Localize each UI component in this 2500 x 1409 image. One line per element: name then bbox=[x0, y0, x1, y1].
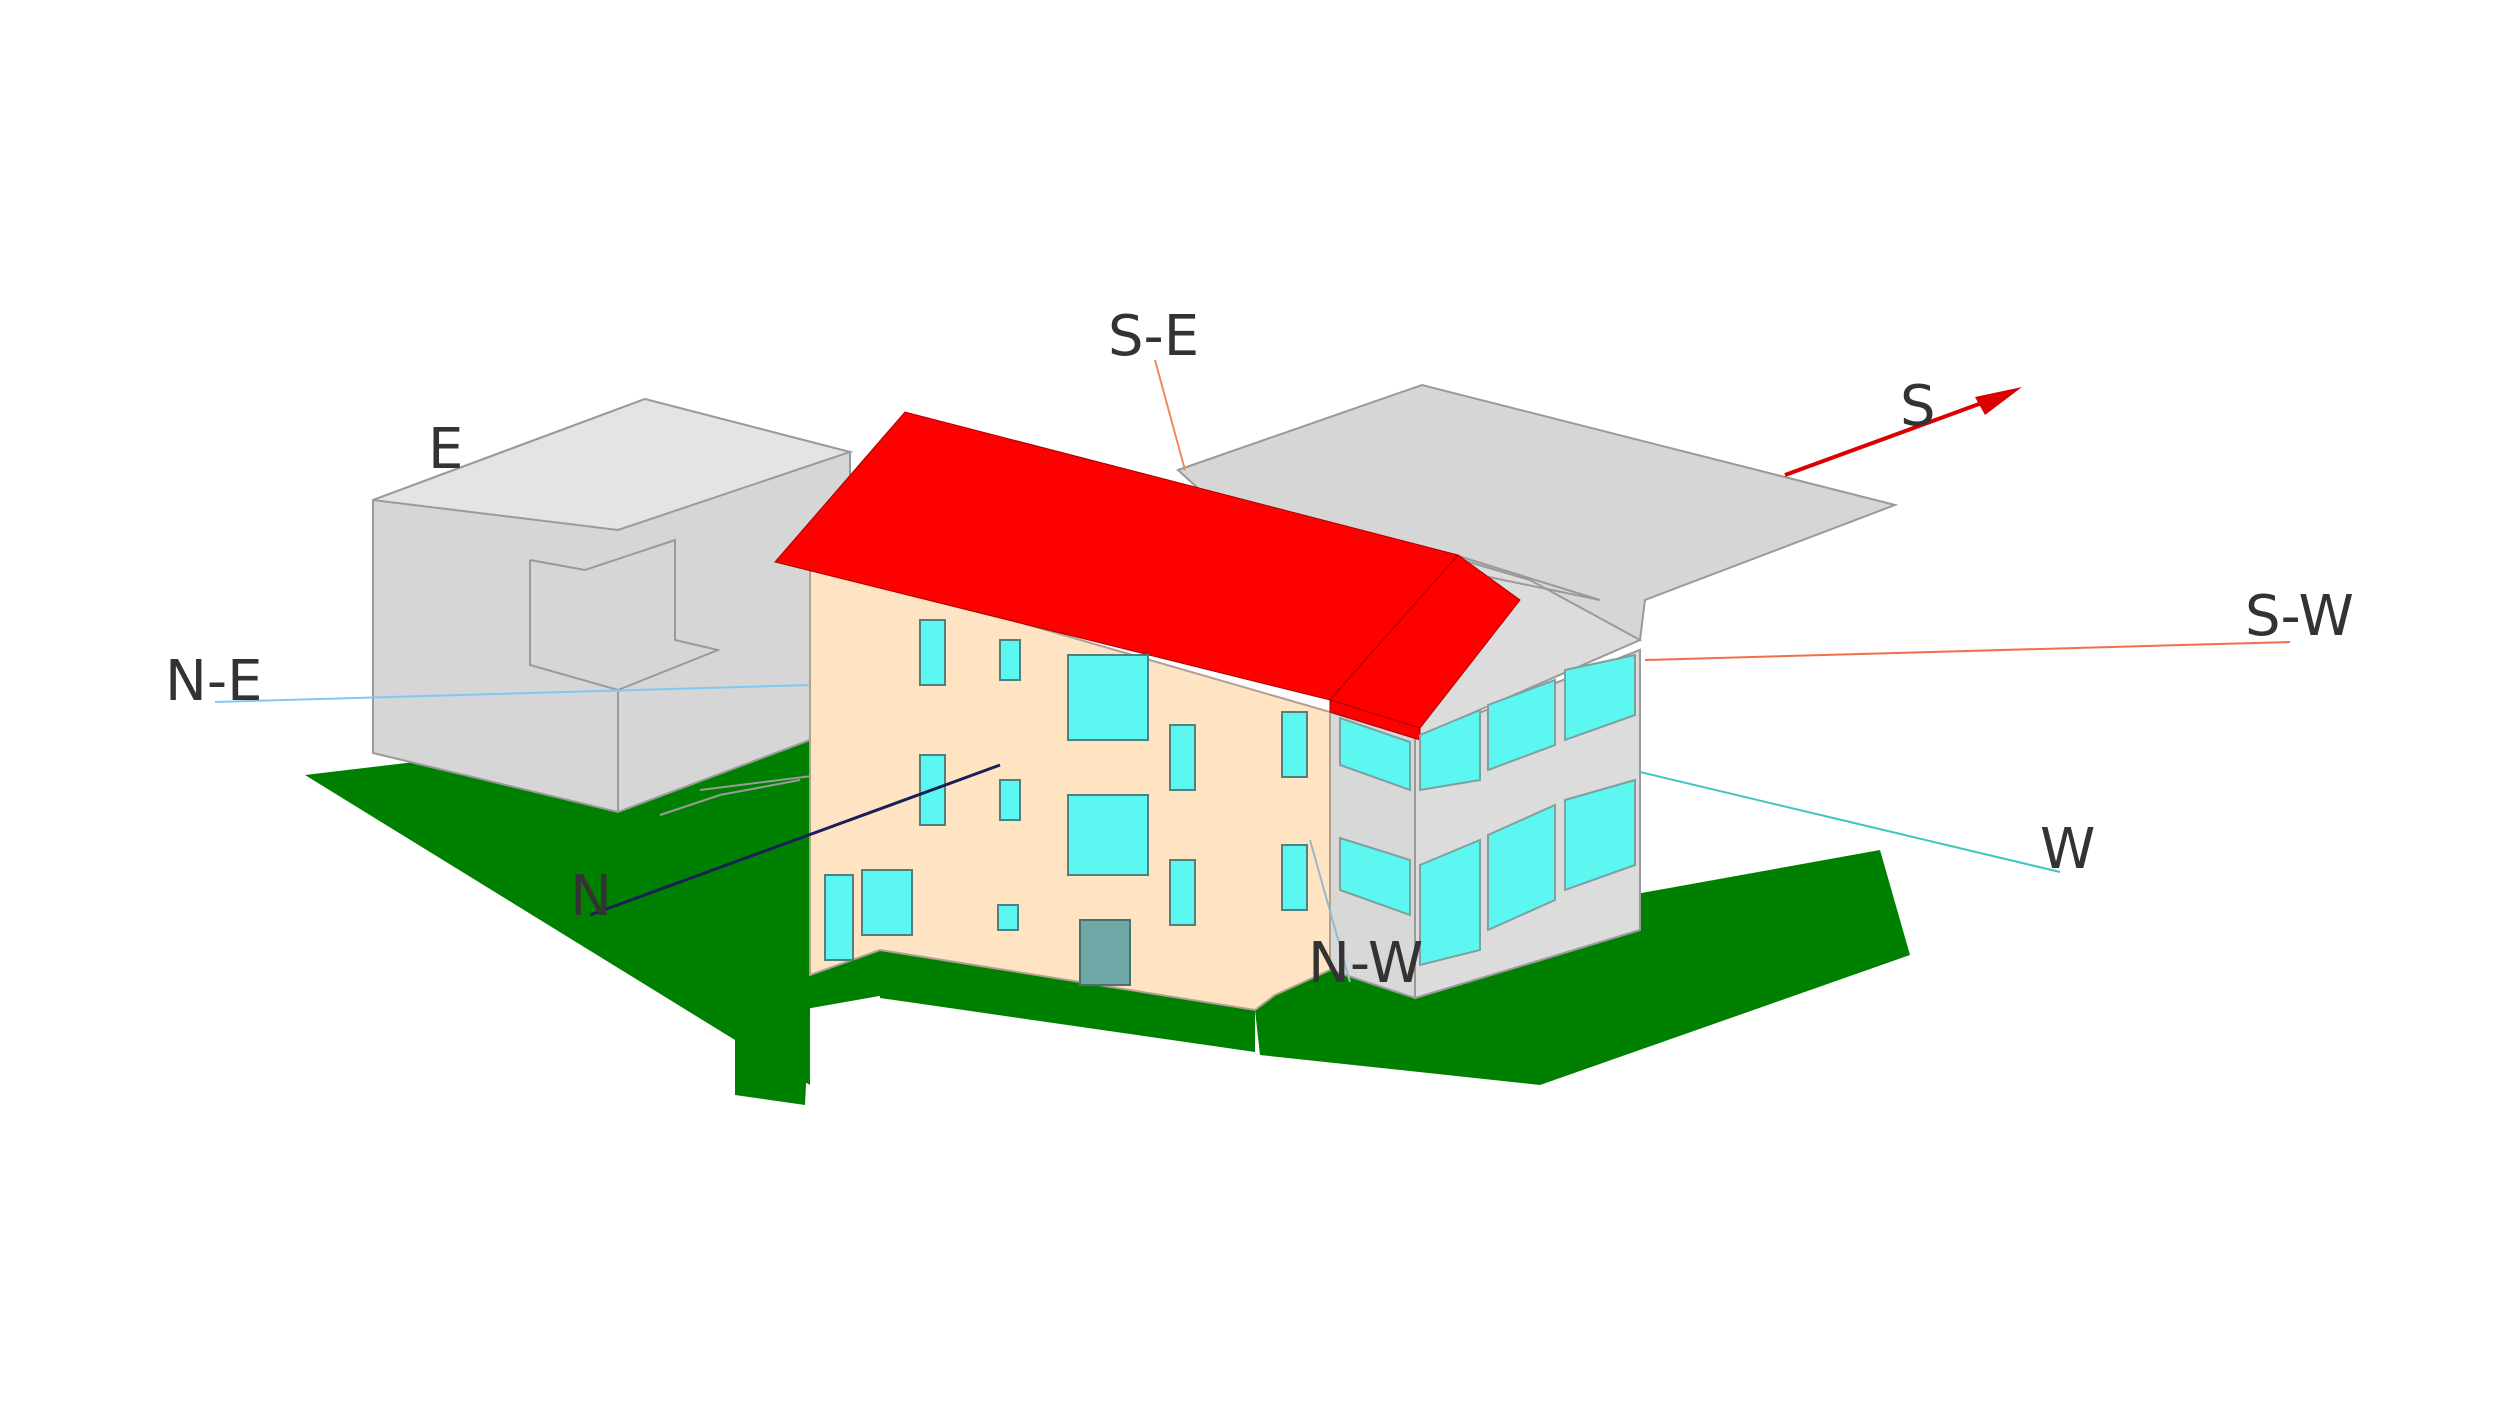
north-facade-door bbox=[1079, 919, 1131, 986]
south-west-direction-line bbox=[1644, 641, 2291, 661]
label-south: S bbox=[1900, 374, 1936, 439]
label-north: N bbox=[570, 864, 612, 929]
south-direction-arrow bbox=[1784, 387, 2022, 477]
label-north-west: N-W bbox=[1308, 931, 1423, 996]
label-south-west: S-W bbox=[2245, 584, 2354, 649]
north-west-direction-line bbox=[1309, 839, 1351, 983]
north-direction-line bbox=[589, 763, 1001, 917]
south-east-direction-line bbox=[1154, 359, 1186, 471]
main-roof bbox=[774, 411, 1521, 741]
label-east: E bbox=[428, 417, 463, 482]
north-east-direction-line bbox=[214, 684, 811, 703]
west-wing-windows bbox=[1339, 653, 1636, 967]
west-direction-line bbox=[1639, 771, 2061, 873]
north-facade-windows bbox=[824, 619, 1308, 961]
label-west: W bbox=[2040, 817, 2095, 882]
label-north-east: N-E bbox=[165, 649, 262, 714]
neighbor-building-east bbox=[372, 397, 854, 816]
label-south-east: S-E bbox=[1108, 304, 1199, 369]
